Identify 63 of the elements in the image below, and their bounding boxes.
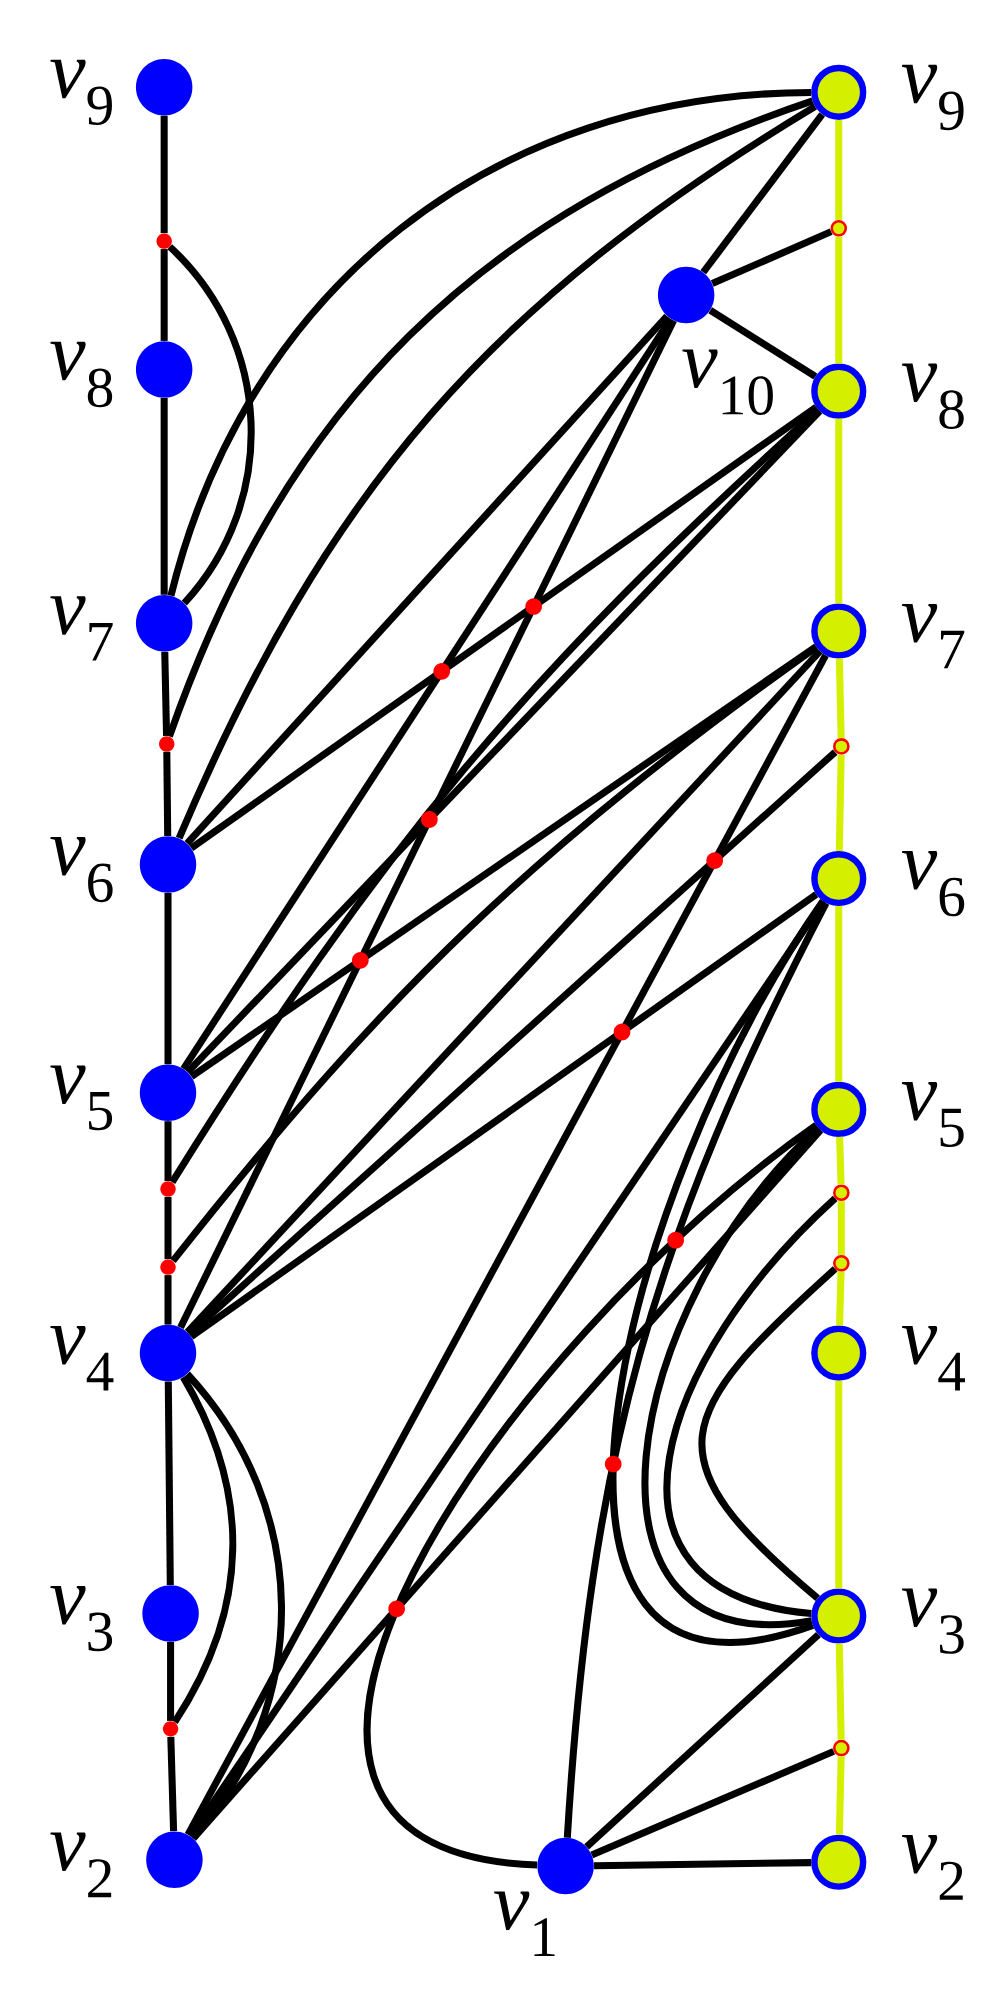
subdivision-dot <box>162 1721 179 1737</box>
graph-edge <box>167 244 255 606</box>
graph-edge <box>590 1748 836 1859</box>
graph-edge <box>663 1195 838 1618</box>
graph-edge <box>708 307 818 380</box>
graph-edge <box>160 115 168 234</box>
graph-edge <box>835 658 845 739</box>
vertex-label: v$_{9}$ <box>901 64 964 131</box>
graph-edge <box>710 228 833 287</box>
graph-edge <box>835 754 845 852</box>
vertex-label: v$_{2}$ <box>901 1835 963 1900</box>
graph-edge <box>642 1125 821 1628</box>
vertex-label: v$_{10}$ <box>682 349 773 415</box>
subdivision-dot <box>160 1181 176 1197</box>
vertex-label: v$_{4}$ <box>901 1325 965 1391</box>
graph-edge <box>167 1641 175 1721</box>
vertex-label: v$_{6}$ <box>50 836 113 903</box>
subdivision-dot <box>833 738 850 755</box>
vertex-label: v$_{8}$ <box>901 363 964 430</box>
graph-edge <box>175 103 817 840</box>
vertex-label: v$_{7}$ <box>901 604 965 669</box>
graph-edge <box>836 1136 845 1185</box>
vertex-label: v$_{5}$ <box>901 1082 964 1147</box>
subdivision-dot <box>833 1739 850 1757</box>
graph-edge <box>167 1736 178 1832</box>
subdivision-dot <box>830 219 848 237</box>
graph-edge <box>166 97 814 738</box>
graph-edge <box>186 749 838 1337</box>
graph-edge <box>364 1122 819 1869</box>
vertex-label: v$_{9}$ <box>50 59 112 125</box>
graph-edge <box>189 891 819 1340</box>
subdivision-dot <box>160 1259 176 1275</box>
graph-edge <box>184 653 829 1837</box>
graph-edge <box>189 404 819 851</box>
graph-edge <box>171 1375 237 1724</box>
vertex-label: v$_{2}$ <box>50 1832 112 1898</box>
subdivision-dot <box>156 233 172 249</box>
subdivision-dot <box>833 1254 850 1272</box>
subdivision-dot <box>833 1184 850 1202</box>
vertex-label: v$_{5}$ <box>50 1065 113 1131</box>
graph-edge <box>610 899 826 1646</box>
graph-edge <box>180 316 674 1071</box>
graph-edge <box>835 1380 843 1589</box>
graph-edge <box>164 1196 172 1260</box>
graph-edge <box>184 313 670 846</box>
subdivision-dot <box>159 736 175 752</box>
graph-edge <box>700 112 825 275</box>
vertex-label: v$_{7}$ <box>50 596 113 661</box>
graph-edge <box>164 892 172 1065</box>
graph-edge <box>177 319 677 1330</box>
graph-edge <box>167 88 812 597</box>
graph-edge <box>161 651 171 736</box>
graph-edge <box>698 1266 838 1601</box>
vertex-label: v$_{3}$ <box>901 1588 964 1654</box>
graph-edge <box>160 397 168 595</box>
graph-edge <box>835 418 843 604</box>
vertex-label: v$_{6}$ <box>901 851 965 917</box>
vertex-label: v$_{8}$ <box>50 341 113 408</box>
vertex-label: v$_{1}$ <box>494 1891 555 1957</box>
graph-edge <box>169 407 821 1185</box>
graph-edge <box>584 1632 821 1850</box>
vertex-label: v$_{4}$ <box>50 1325 114 1391</box>
vertex-label: v$_{3}$ <box>50 1585 113 1652</box>
